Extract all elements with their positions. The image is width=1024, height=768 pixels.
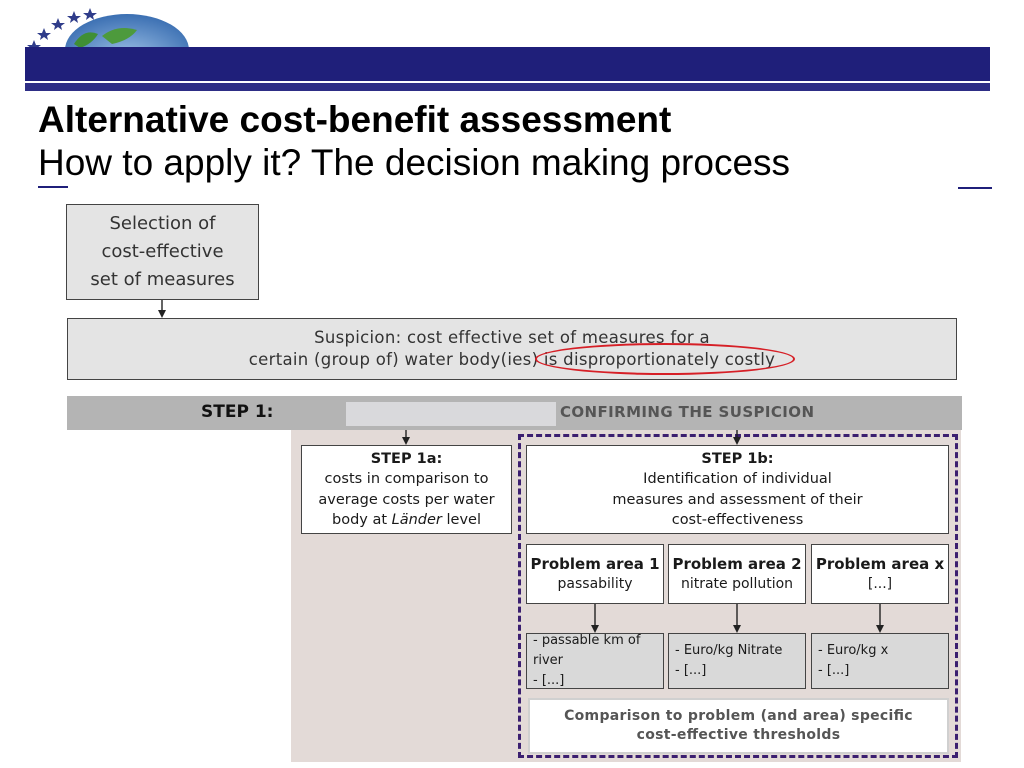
selection-box: Selection of cost-effective set of measu… (66, 204, 259, 300)
problem-area-2-box: Problem area 2 nitrate pollution (668, 544, 806, 604)
step1a-title: STEP 1a: (370, 450, 443, 467)
step1a-line-3-prefix: body at (332, 512, 392, 528)
indicator-2-box: - Euro/kg Nitrate - [...] (668, 633, 806, 689)
problem-area-2-subtitle: nitrate pollution (680, 576, 794, 592)
step1a-box: STEP 1a: costs in comparison to average … (301, 445, 512, 534)
selection-line-3: set of measures (90, 269, 235, 290)
problem-area-x-box: Problem area x [...] (811, 544, 949, 604)
step1a-line-3: body at Länder level (332, 510, 481, 531)
comparison-box: Comparison to problem (and area) speciﬁc… (528, 698, 949, 754)
eu-logo (27, 8, 189, 50)
step1b-line-2: measures and assessment of their (612, 491, 863, 508)
step1a-line-3-italic: Länder (391, 512, 442, 528)
suspicion-box: Suspicion: cost effective set of measure… (67, 318, 957, 380)
problem-area-x-title: Problem area x (815, 555, 945, 573)
indicator-x-box: - Euro/kg x - [...] (811, 633, 949, 689)
indicator-2-line-1: - Euro/kg Nitrate (675, 643, 783, 658)
indicator-x-line-2: - [...] (818, 663, 850, 678)
step1b-title: STEP 1b: (701, 450, 774, 467)
step1b-line-1: Identiﬁcation of individual (643, 471, 832, 487)
step1b-line-3: cost-eﬀectiveness (671, 512, 804, 528)
indicator-1-line-1: - passable km of river (533, 633, 641, 668)
step1-label: STEP 1: (201, 402, 274, 422)
comparison-line-2: cost-eﬀective thresholds (636, 727, 841, 743)
selection-line-2: cost-effective (101, 241, 224, 262)
header-band (25, 47, 990, 81)
problem-area-1-subtitle: passability (557, 576, 633, 592)
step1-mask (346, 402, 556, 426)
indicator-1-box: - passable km of river - [...] (526, 633, 664, 689)
step1-description: CONFIRMING THE SUSPICION (560, 403, 815, 421)
indicator-2-line-2: - [...] (675, 663, 707, 678)
slide-title: Alternative cost-benefit assessment (38, 99, 672, 140)
step1a-line-2: average costs per water (318, 491, 495, 508)
problem-area-2-title: Problem area 2 (672, 555, 802, 573)
slide-subtitle: How to apply it? The decision making pro… (38, 142, 791, 183)
step1a-line-1: costs in comparison to (324, 471, 489, 487)
selection-line-1: Selection of (109, 213, 216, 234)
highlight-ellipse (535, 343, 795, 375)
problem-area-x-subtitle: [...] (867, 576, 893, 592)
problem-area-1-box: Problem area 1 passability (526, 544, 664, 604)
step1b-dashed-frame (518, 434, 958, 758)
title-rule-left (38, 186, 68, 188)
suspicion-line-1: Suspicion: cost effective set of measure… (314, 328, 710, 347)
title-rule-right (958, 187, 992, 189)
step1b-box: STEP 1b: Identiﬁcation of individual mea… (526, 445, 949, 534)
indicator-1-line-2: - [...] (533, 673, 565, 688)
comparison-line-1: Comparison to problem (and area) speciﬁc (564, 708, 913, 724)
indicator-x-line-1: - Euro/kg x (818, 643, 889, 658)
step1a-line-3-suffix: level (441, 512, 482, 528)
problem-area-1-title: Problem area 1 (530, 555, 660, 573)
header-underline (25, 83, 990, 91)
